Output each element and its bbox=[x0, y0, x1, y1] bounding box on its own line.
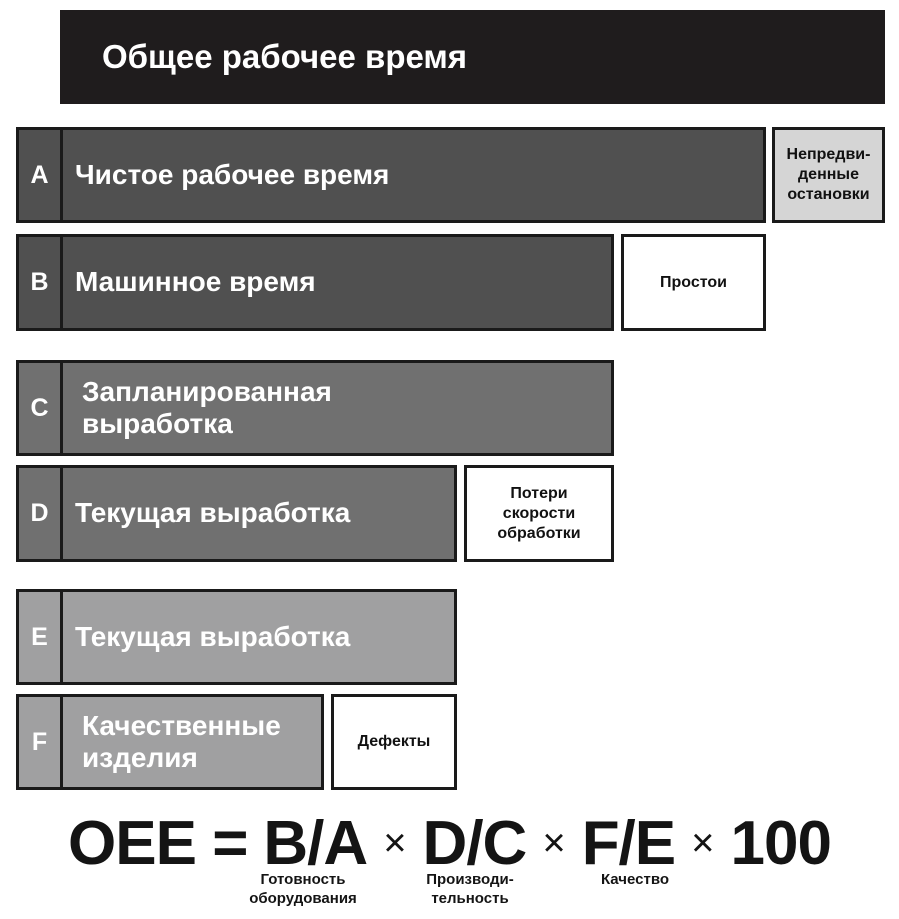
bar-label: Качественные изделия bbox=[82, 697, 281, 787]
loss-unplanned-stops: Непредви- денные остановки bbox=[772, 127, 885, 223]
loss-label-line: Потери bbox=[510, 484, 568, 502]
bar-label: Чистое рабочее время bbox=[75, 158, 390, 190]
diagram-title: Общее рабочее время bbox=[102, 38, 468, 75]
bar-letter: F bbox=[19, 697, 63, 787]
loss-label-line: скорости bbox=[502, 504, 576, 522]
bar-b-machine-time: B Машинное время bbox=[16, 234, 614, 331]
formula-term-availability: B/A bbox=[263, 808, 368, 878]
bar-letter: C bbox=[19, 363, 63, 453]
bar-label: Запланированная выработка bbox=[82, 363, 332, 453]
bar-letter: D bbox=[19, 468, 63, 559]
loss-speed: Потери скорости обработки bbox=[464, 465, 614, 562]
multiply-sign: × bbox=[691, 820, 715, 865]
bar-label: Машинное время bbox=[75, 266, 316, 298]
bar-label-line: изделия bbox=[82, 742, 198, 773]
bar-label: Текущая выработка bbox=[75, 620, 351, 652]
formula-term-performance: D/C bbox=[422, 808, 528, 878]
bar-e-current-output: E Текущая выработка bbox=[16, 589, 457, 685]
caption-line: Качество bbox=[600, 871, 670, 888]
bar-letter: A bbox=[19, 130, 63, 220]
bar-label-line: выработка bbox=[82, 408, 233, 439]
caption-performance: Производи- тельность bbox=[400, 871, 540, 909]
bar-letter: E bbox=[19, 592, 63, 682]
formula-constant: 100 bbox=[730, 808, 832, 878]
caption-line: Производи- bbox=[426, 871, 514, 888]
multiply-sign: × bbox=[542, 820, 566, 865]
loss-label-line: обработки bbox=[497, 524, 581, 542]
oee-formula: OEE = B/A × D/C × F/E × 100 bbox=[0, 808, 899, 878]
loss-label: Простои bbox=[660, 273, 727, 291]
bar-a-net-working-time: A Чистое рабочее время bbox=[16, 127, 766, 223]
bar-label-line: Запланированная bbox=[82, 375, 332, 407]
loss-label-line: остановки bbox=[787, 186, 870, 203]
loss-downtime: Простои bbox=[621, 234, 766, 331]
caption-line: оборудования bbox=[249, 889, 357, 907]
bar-c-planned-output: C Запланированная выработка bbox=[16, 360, 614, 456]
bar-d-current-output: D Текущая выработка bbox=[16, 465, 457, 562]
caption-quality: Качество bbox=[570, 871, 700, 890]
multiply-sign: × bbox=[383, 820, 407, 865]
bar-label: Текущая выработка bbox=[75, 497, 351, 529]
formula-lhs: OEE = bbox=[68, 808, 248, 878]
total-working-time-header: Общее рабочее время bbox=[60, 10, 885, 104]
bar-letter: B bbox=[19, 237, 63, 328]
bar-f-quality-products: F Качественные изделия bbox=[16, 694, 324, 790]
caption-availability: Готовность оборудования bbox=[223, 871, 383, 909]
caption-line: Готовность bbox=[260, 871, 346, 888]
formula-term-quality: F/E bbox=[581, 808, 676, 878]
loss-defects: Дефекты bbox=[331, 694, 457, 790]
loss-label-line: денные bbox=[798, 166, 859, 183]
loss-label-line: Непредви- bbox=[786, 146, 871, 163]
loss-label: Дефекты bbox=[357, 733, 431, 750]
bar-label-line: Качественные bbox=[82, 709, 281, 741]
caption-line: тельность bbox=[431, 889, 509, 907]
